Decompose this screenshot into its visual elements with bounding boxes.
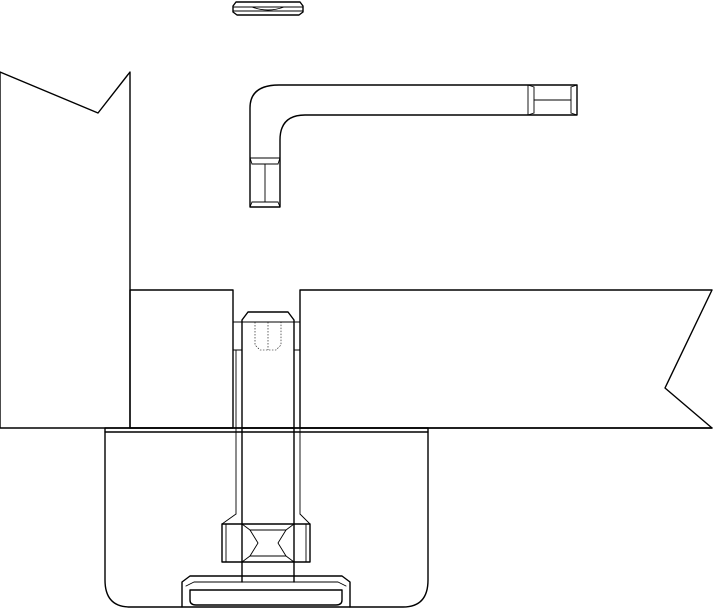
allen-key-icon — [249, 84, 578, 208]
bracket-icon — [104, 427, 429, 608]
horizontal-panel-icon — [129, 289, 713, 429]
bolt-icon — [221, 311, 311, 583]
nut-icon — [181, 523, 351, 608]
vertical-panel-icon — [0, 71, 131, 429]
small-nut-icon — [232, 1, 304, 16]
